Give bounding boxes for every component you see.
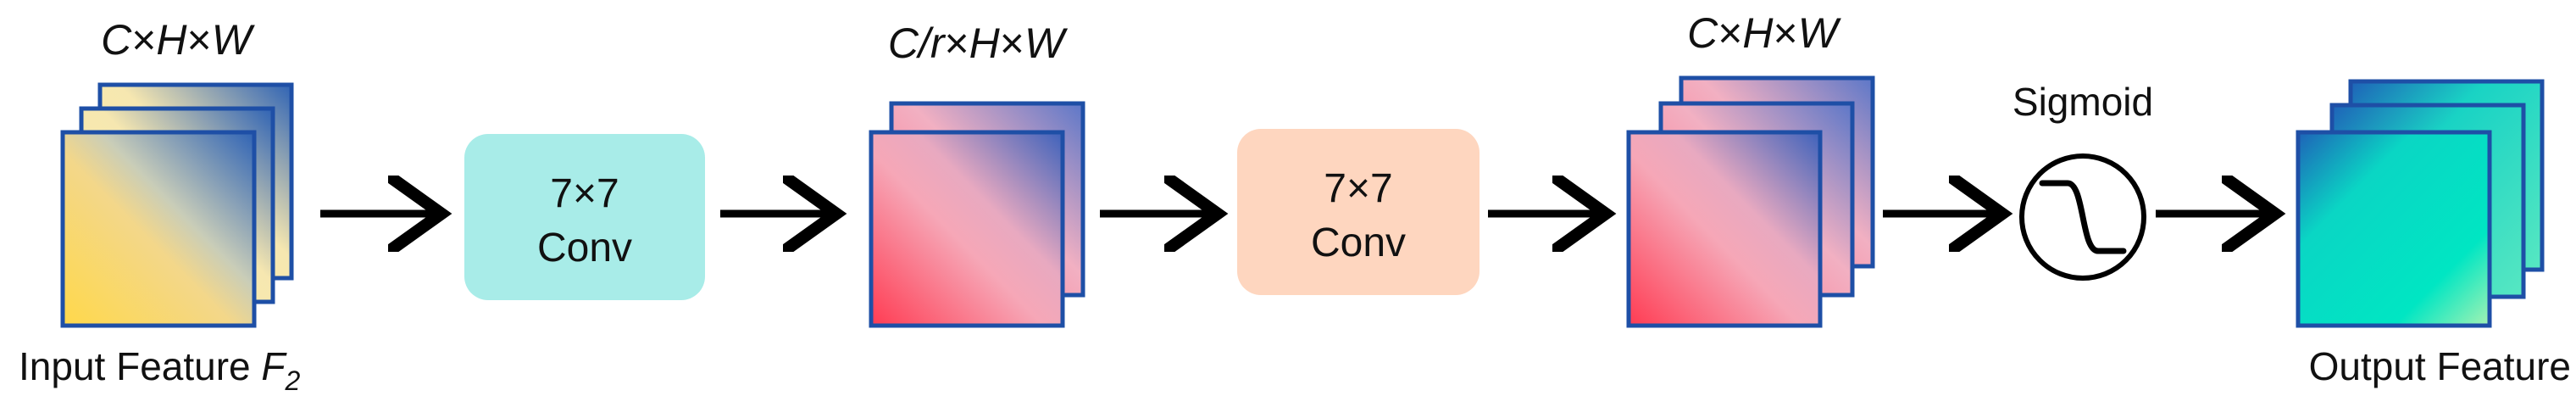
output-feature-stack [2296, 79, 2545, 328]
sigmoid-block [2019, 153, 2146, 281]
output-feature-caption: Output Feature [2309, 344, 2571, 388]
input-feature-stack [60, 82, 294, 328]
att-dims-label: C×H×W [1687, 9, 1842, 57]
input-layer-front [60, 130, 257, 328]
conv2-type-label: Conv [1311, 220, 1406, 265]
conv2-kernel-label: 7×7 [1324, 166, 1392, 211]
conv2-block: 7×7 Conv [1237, 129, 1480, 295]
att-layer-front [1626, 130, 1823, 328]
output-layer-front [2296, 130, 2492, 328]
conv2-box [1237, 129, 1480, 295]
expanded-feature-stack [1626, 75, 1875, 328]
conv1-kernel-label: 7×7 [550, 171, 619, 216]
input-dims-label: C×H×W [101, 16, 256, 64]
sigmoid-curve-icon [2039, 180, 2127, 254]
conv1-block: 7×7 Conv [464, 134, 705, 300]
sigmoid-label: Sigmoid [2012, 80, 2153, 124]
conv1-box [464, 134, 705, 300]
mid-layer-front [869, 130, 1065, 328]
mid-dims-label: C/r×H×W [888, 20, 1069, 67]
conv1-type-label: Conv [537, 226, 632, 270]
reduced-feature-stack [869, 101, 1085, 328]
input-feature-caption: Input Feature F2 [19, 344, 301, 396]
